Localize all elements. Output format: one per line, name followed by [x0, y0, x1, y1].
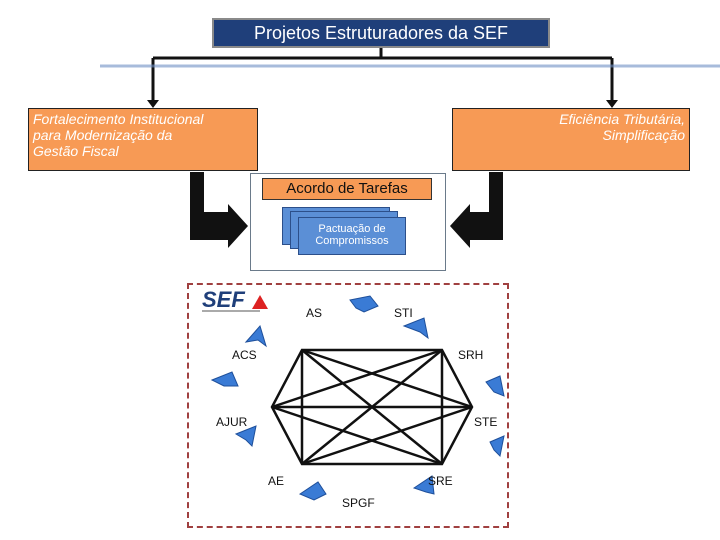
node-as: AS	[306, 306, 323, 320]
left-box-line-3: Gestão Fiscal	[33, 143, 119, 159]
node-ae: AE	[268, 474, 285, 488]
node-srh: SRH	[458, 348, 484, 362]
right-objective-box: Eficiência Tributária, Simplificação	[452, 108, 690, 171]
right-box-line-2: Simplificação	[602, 127, 685, 143]
left-box-line-2: para Modernização da	[33, 127, 173, 143]
node-ajur: AJUR	[216, 415, 248, 429]
node-sre: SRE	[428, 474, 453, 488]
page-title: Projetos Estruturadores da SEF	[212, 18, 550, 48]
node-ste: STE	[474, 415, 498, 429]
node-sti: STI	[394, 306, 413, 320]
pactuacao-line-2: Compromissos	[315, 235, 389, 247]
node-acs: ACS	[232, 348, 257, 362]
sef-logo-text: SEF	[202, 287, 245, 312]
pactuacao-card: Pactuação de Compromissos	[298, 217, 406, 255]
organization-region	[187, 283, 509, 528]
acordo-title: Acordo de Tarefas	[262, 178, 432, 200]
left-objective-box: Fortalecimento Institucional para Modern…	[28, 108, 258, 171]
sef-logo-icon: SEF	[202, 287, 268, 312]
pactuacao-line-1: Pactuação de	[318, 223, 386, 235]
node-spgf: SPGF	[342, 496, 375, 510]
right-box-line-1: Eficiência Tributária,	[559, 111, 685, 127]
left-box-line-1: Fortalecimento Institucional	[33, 111, 204, 127]
sef-logo: SEF	[200, 287, 270, 318]
